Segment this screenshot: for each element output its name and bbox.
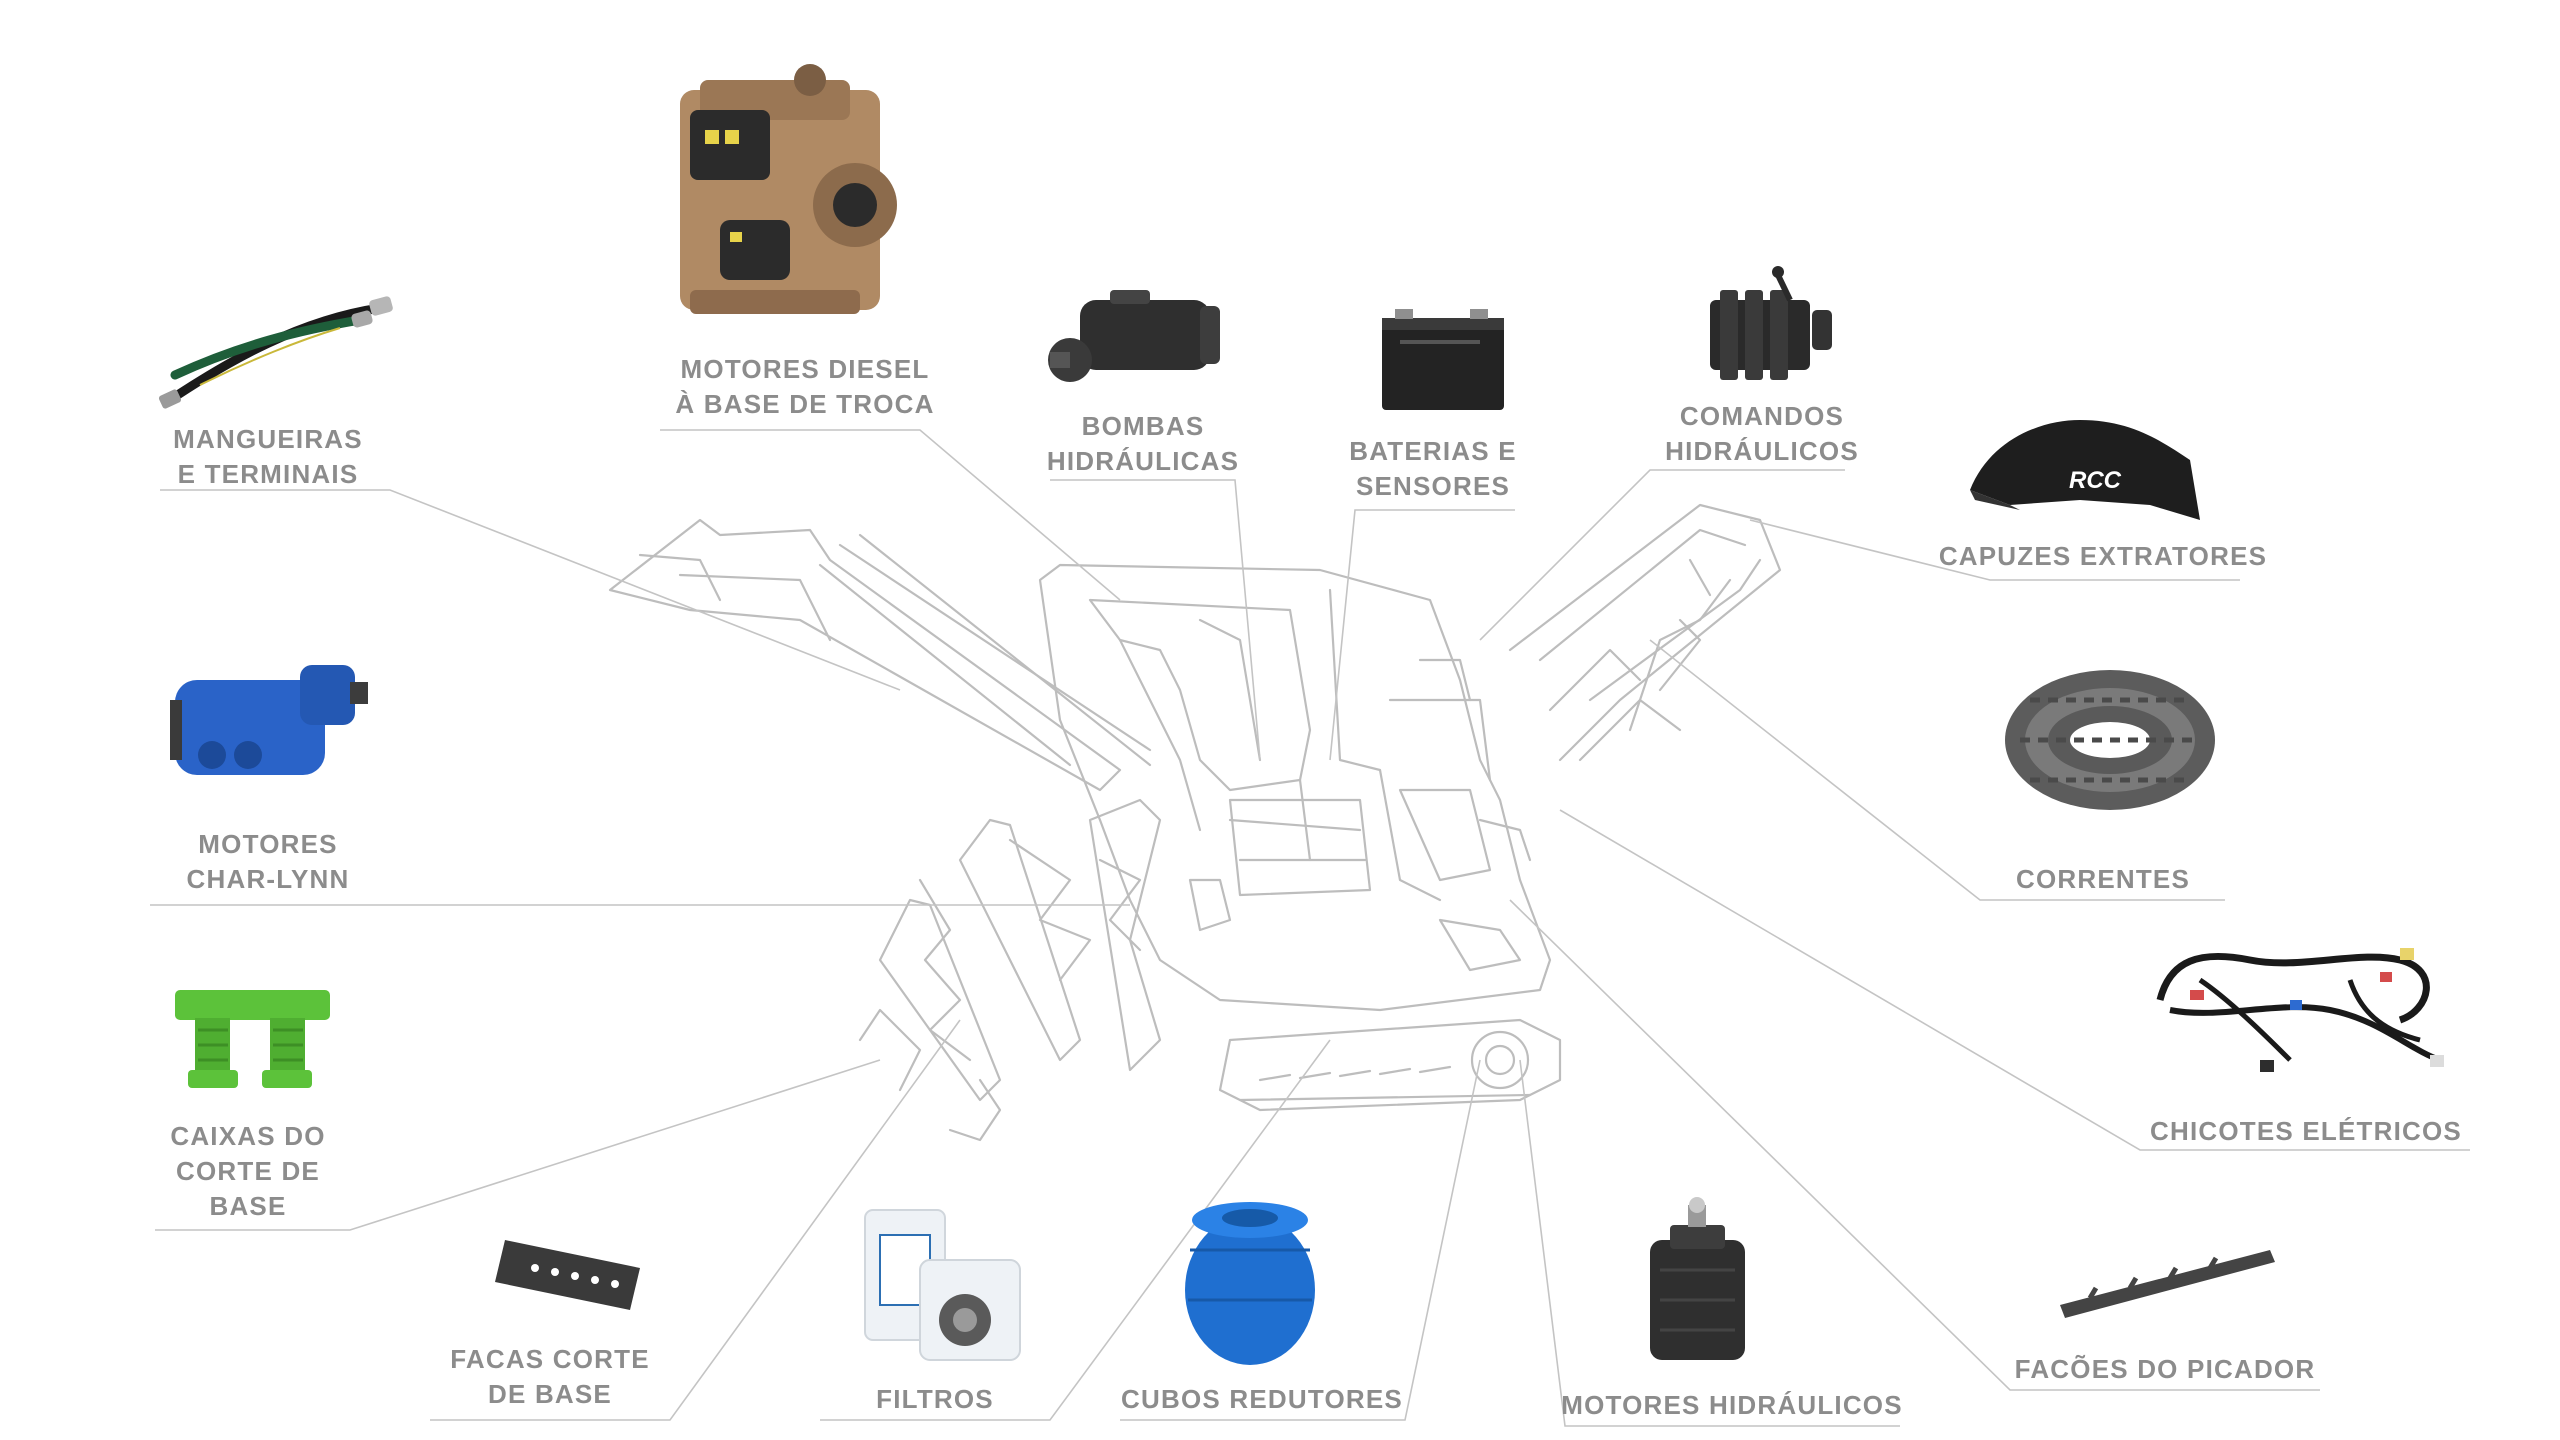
- chopper-blade-icon: [2060, 1250, 2275, 1318]
- label-baterias-line1: BATERIAS E: [1349, 436, 1517, 466]
- label-char-lynn-line2: CHAR-LYNN: [187, 864, 350, 894]
- label-bombas-line2: HIDRÁULICAS: [1047, 446, 1239, 476]
- leader-caixas: [155, 1059, 881, 1231]
- hydraulic-pump-icon: [1048, 290, 1220, 382]
- leader-cubos: [1120, 1059, 1481, 1421]
- label-bombas-line1: BOMBAS: [1082, 411, 1205, 441]
- leader-lines: [150, 429, 2470, 1427]
- gear-hub-icon: [1185, 1202, 1315, 1365]
- rcc-badge: RCC: [2069, 467, 2122, 494]
- leader-motores-hidraulicos: [1519, 1059, 1900, 1427]
- leader-filtros: [820, 1039, 1331, 1421]
- leader-facas: [430, 1019, 961, 1421]
- base-cutter-box-icon: [175, 990, 330, 1088]
- label-facoes: FACÕES DO PICADOR: [2015, 1354, 2316, 1384]
- label-char-lynn-line1: MOTORES: [198, 829, 337, 859]
- leader-baterias: [1329, 509, 1515, 761]
- label-caixas-line2: CORTE DE: [176, 1156, 320, 1186]
- label-caixas-line3: BASE: [209, 1191, 286, 1221]
- leader-chicotes: [1559, 809, 2470, 1151]
- extractor-hood-icon: RCC: [1970, 420, 2200, 520]
- label-caixas-line1: CAIXAS DO: [170, 1121, 325, 1151]
- leader-motores-diesel: [660, 429, 1121, 601]
- label-chicotes: CHICOTES ELÉTRICOS: [2150, 1116, 2462, 1146]
- battery-icon: [1382, 309, 1504, 410]
- part-labels: MANGUEIRAS E TERMINAIS MOTORES DIESEL À …: [170, 354, 2462, 1420]
- leader-correntes: [1649, 639, 2225, 901]
- base-knife-icon: [495, 1240, 640, 1310]
- label-motores-diesel-line1: MOTORES DIESEL: [681, 354, 930, 384]
- hose-icon: [158, 296, 393, 409]
- label-comandos-line2: HIDRÁULICOS: [1665, 436, 1859, 466]
- label-capuzes: CAPUZES EXTRATORES: [1939, 541, 2267, 571]
- hydraulic-valve-icon: [1710, 266, 1832, 380]
- sugarcane-harvester-outline: [608, 503, 1782, 1142]
- label-motores-hidraulicos: MOTORES HIDRÁULICOS: [1561, 1390, 1903, 1420]
- label-baterias-line2: SENSORES: [1356, 471, 1510, 501]
- label-motores-diesel-line2: À BASE DE TROCA: [675, 389, 934, 419]
- leader-bombas: [1050, 479, 1261, 761]
- leader-comandos: [1479, 469, 1845, 641]
- chain-icon: [2005, 670, 2215, 810]
- label-correntes: CORRENTES: [2016, 864, 2190, 894]
- wiring-harness-icon: [2156, 948, 2444, 1072]
- label-mangueiras-line1: MANGUEIRAS: [173, 424, 363, 454]
- leader-capuzes: [1749, 519, 2240, 581]
- hydraulic-motor-icon: [1650, 1197, 1745, 1360]
- leader-mangueiras: [160, 489, 901, 691]
- diesel-engine-icon: [680, 64, 897, 314]
- char-lynn-motor-icon: [170, 665, 368, 775]
- label-comandos-line1: COMANDOS: [1680, 401, 1844, 431]
- label-cubos: CUBOS REDUTORES: [1121, 1384, 1403, 1414]
- label-facas-line1: FACAS CORTE: [450, 1344, 650, 1374]
- leader-facoes: [1509, 899, 2320, 1391]
- label-filtros: FILTROS: [876, 1384, 994, 1414]
- label-facas-line2: DE BASE: [488, 1379, 612, 1409]
- filter-icon: [864, 1209, 1021, 1361]
- label-mangueiras-line2: E TERMINAIS: [178, 459, 359, 489]
